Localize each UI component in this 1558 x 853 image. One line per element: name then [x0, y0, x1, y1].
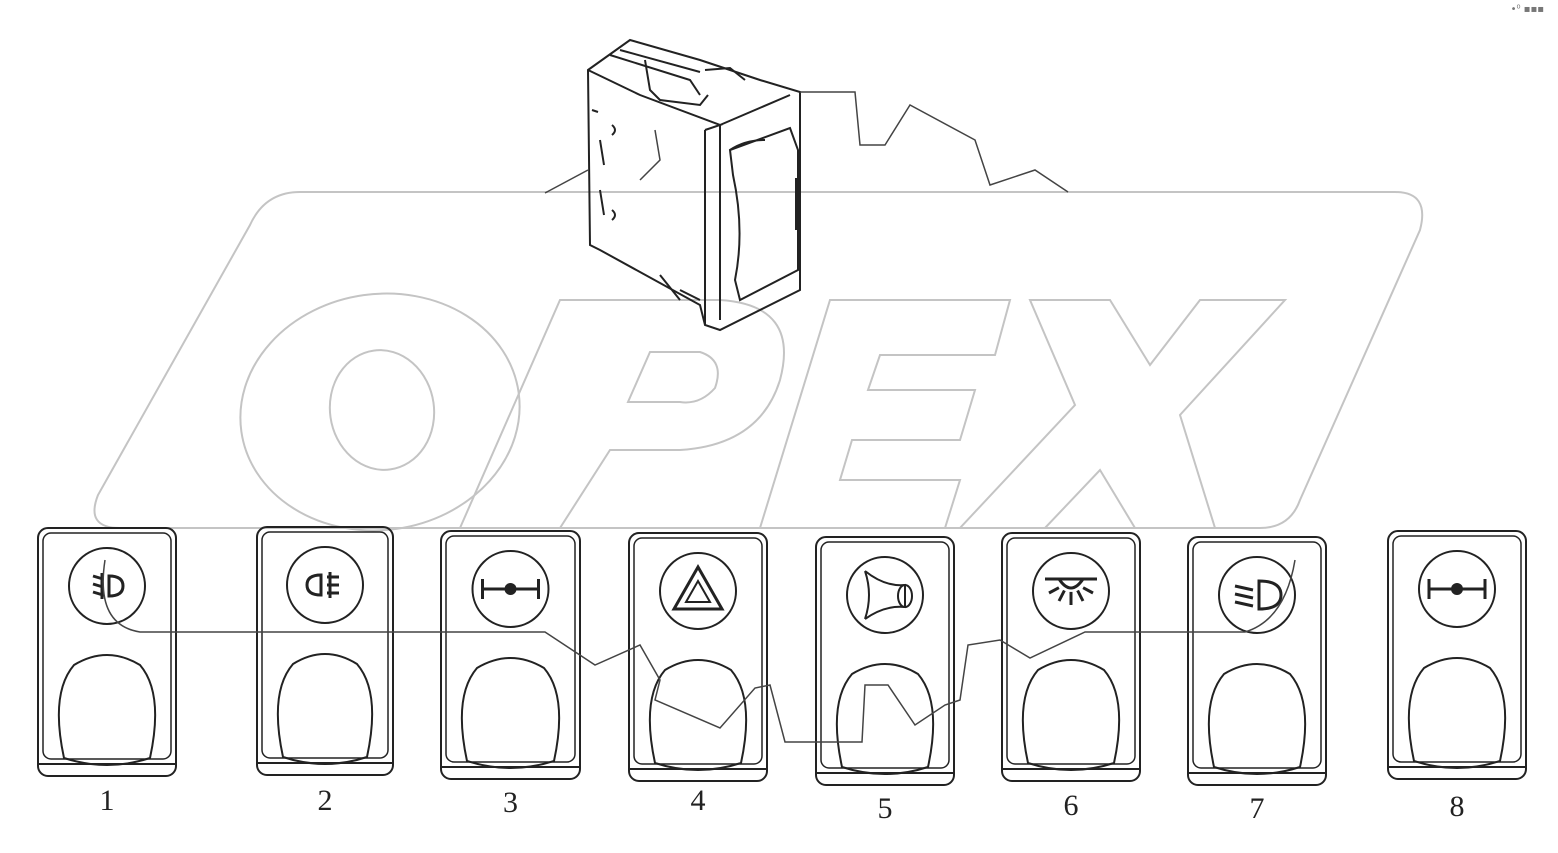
switch-6: 6 [1001, 532, 1141, 822]
rocker-pad [648, 659, 748, 771]
interior-light-icon [1045, 577, 1097, 605]
horn-icon [864, 570, 913, 620]
rocker-pad [460, 657, 561, 769]
rocker-pad [835, 663, 935, 775]
switch-5: 5 [815, 536, 955, 825]
front-fog-light-icon [92, 573, 125, 599]
switch-row: 1 2 3 4 5 6 7 8 [37, 526, 1527, 825]
rocker-pad [276, 653, 374, 765]
switch-number: 4 [691, 784, 706, 817]
rocker-pad [1407, 657, 1507, 769]
rocker-pad [1021, 659, 1121, 771]
switch-number: 2 [318, 784, 333, 817]
switch-1: 1 [37, 527, 177, 817]
switch-number: 6 [1064, 789, 1079, 822]
rocker-switch-3d [586, 38, 801, 332]
switch-7: 7 [1187, 536, 1327, 825]
corner-mark: •⁰ ▪▪▪ [1510, 4, 1544, 15]
rocker-pad [1207, 663, 1307, 775]
hazard-warning-icon [671, 563, 725, 611]
switch-2: 2 [256, 526, 394, 817]
low-beam-headlight-icon [1234, 579, 1283, 611]
switch-number: 8 [1450, 790, 1465, 823]
switch-3: 3 [440, 530, 581, 819]
switch-number: 7 [1250, 792, 1265, 825]
leader-lines [102, 91, 1296, 743]
axle-lock-icon [481, 579, 540, 599]
opex-watermark-logo [93, 191, 1424, 532]
rear-fog-light-icon [305, 572, 339, 598]
rocker-pad [57, 654, 157, 766]
switch-8: 8 [1387, 530, 1527, 823]
switch-4: 4 [628, 532, 768, 817]
switch-number: 1 [100, 784, 115, 817]
switch-number: 3 [503, 786, 518, 819]
axle-lock-icon [1427, 579, 1487, 599]
switch-number: 5 [878, 792, 893, 825]
